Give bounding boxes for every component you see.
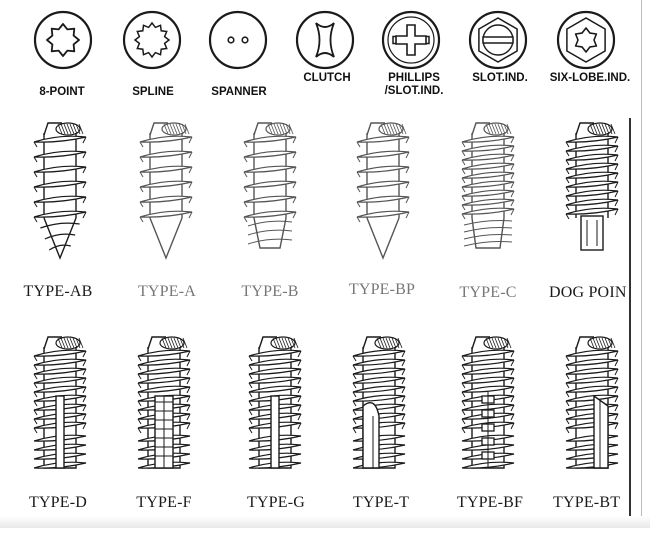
bottom-strip	[0, 516, 650, 528]
six-lobe-icon	[556, 10, 616, 70]
screw-dog-poin	[565, 122, 619, 251]
screw-type-f	[137, 336, 191, 469]
type-label-bt: TYPE-BT	[553, 494, 621, 511]
screw-type-b	[243, 122, 297, 249]
phillips-slot-icon	[381, 10, 441, 70]
type-label-t: TYPE-T	[352, 494, 410, 511]
screw-type-g	[248, 336, 302, 469]
frame-edge	[641, 0, 642, 528]
type-label-c: TYPE-C	[459, 284, 517, 301]
screw-type-bp	[356, 122, 410, 260]
type-label-bf: TYPE-BF	[456, 494, 524, 511]
drive-label-phillips-slot: PHILLIPS /SLOT.IND.	[384, 72, 444, 97]
drive-label-spline: SPLINE	[132, 86, 174, 98]
screw-type-bt	[565, 336, 619, 469]
screw-type-d	[33, 336, 87, 469]
drive-label-slot-ind: SLOT.IND.	[472, 72, 528, 84]
type-label-bp: TYPE-BP	[348, 281, 416, 298]
type-label-b: TYPE-B	[241, 283, 299, 300]
type-label-d: TYPE-D	[28, 494, 88, 511]
screw-type-bf	[461, 336, 515, 469]
screw-type-c	[461, 122, 515, 249]
drive-label-8-point: 8-POINT	[39, 86, 85, 98]
eight-point-icon	[33, 10, 93, 70]
drive-label-clutch: CLUTCH	[303, 72, 351, 84]
drive-label-six-lobe: SIX-LOBE.IND.	[549, 72, 631, 84]
type-label-ab: TYPE-AB	[23, 283, 93, 300]
type-label-dog-point: DOG POIN	[549, 284, 627, 301]
screw-type-a	[139, 122, 193, 260]
clutch-icon	[295, 10, 355, 70]
type-label-a: TYPE-A	[137, 283, 197, 300]
screw-type-ab	[33, 122, 87, 260]
spline-icon	[122, 10, 182, 70]
screw-type-t	[352, 336, 406, 469]
type-label-f: TYPE-F	[136, 494, 192, 511]
spanner-icon	[208, 10, 268, 70]
frame-line	[629, 118, 631, 528]
type-label-g: TYPE-G	[246, 494, 306, 511]
slot-ind-icon	[468, 10, 528, 70]
drive-label-spanner: SPANNER	[211, 86, 267, 98]
